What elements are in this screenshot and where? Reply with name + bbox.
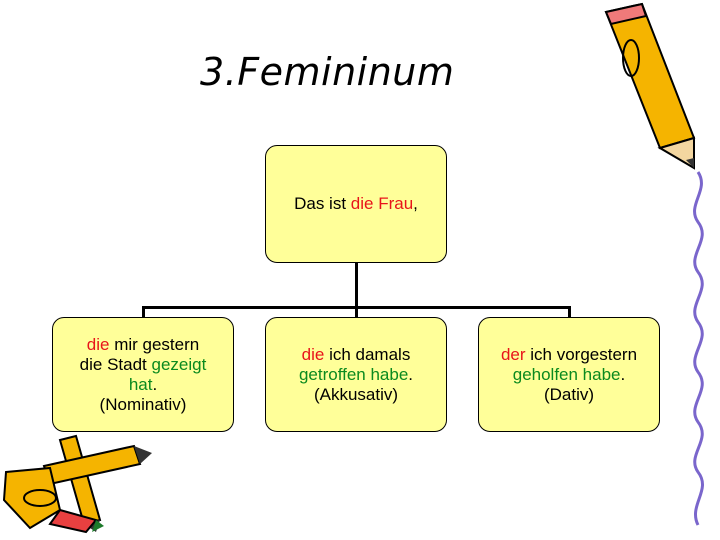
squiggle-decoration	[695, 172, 703, 525]
pencil-icon	[606, 4, 694, 168]
crayons-icon	[4, 436, 152, 532]
